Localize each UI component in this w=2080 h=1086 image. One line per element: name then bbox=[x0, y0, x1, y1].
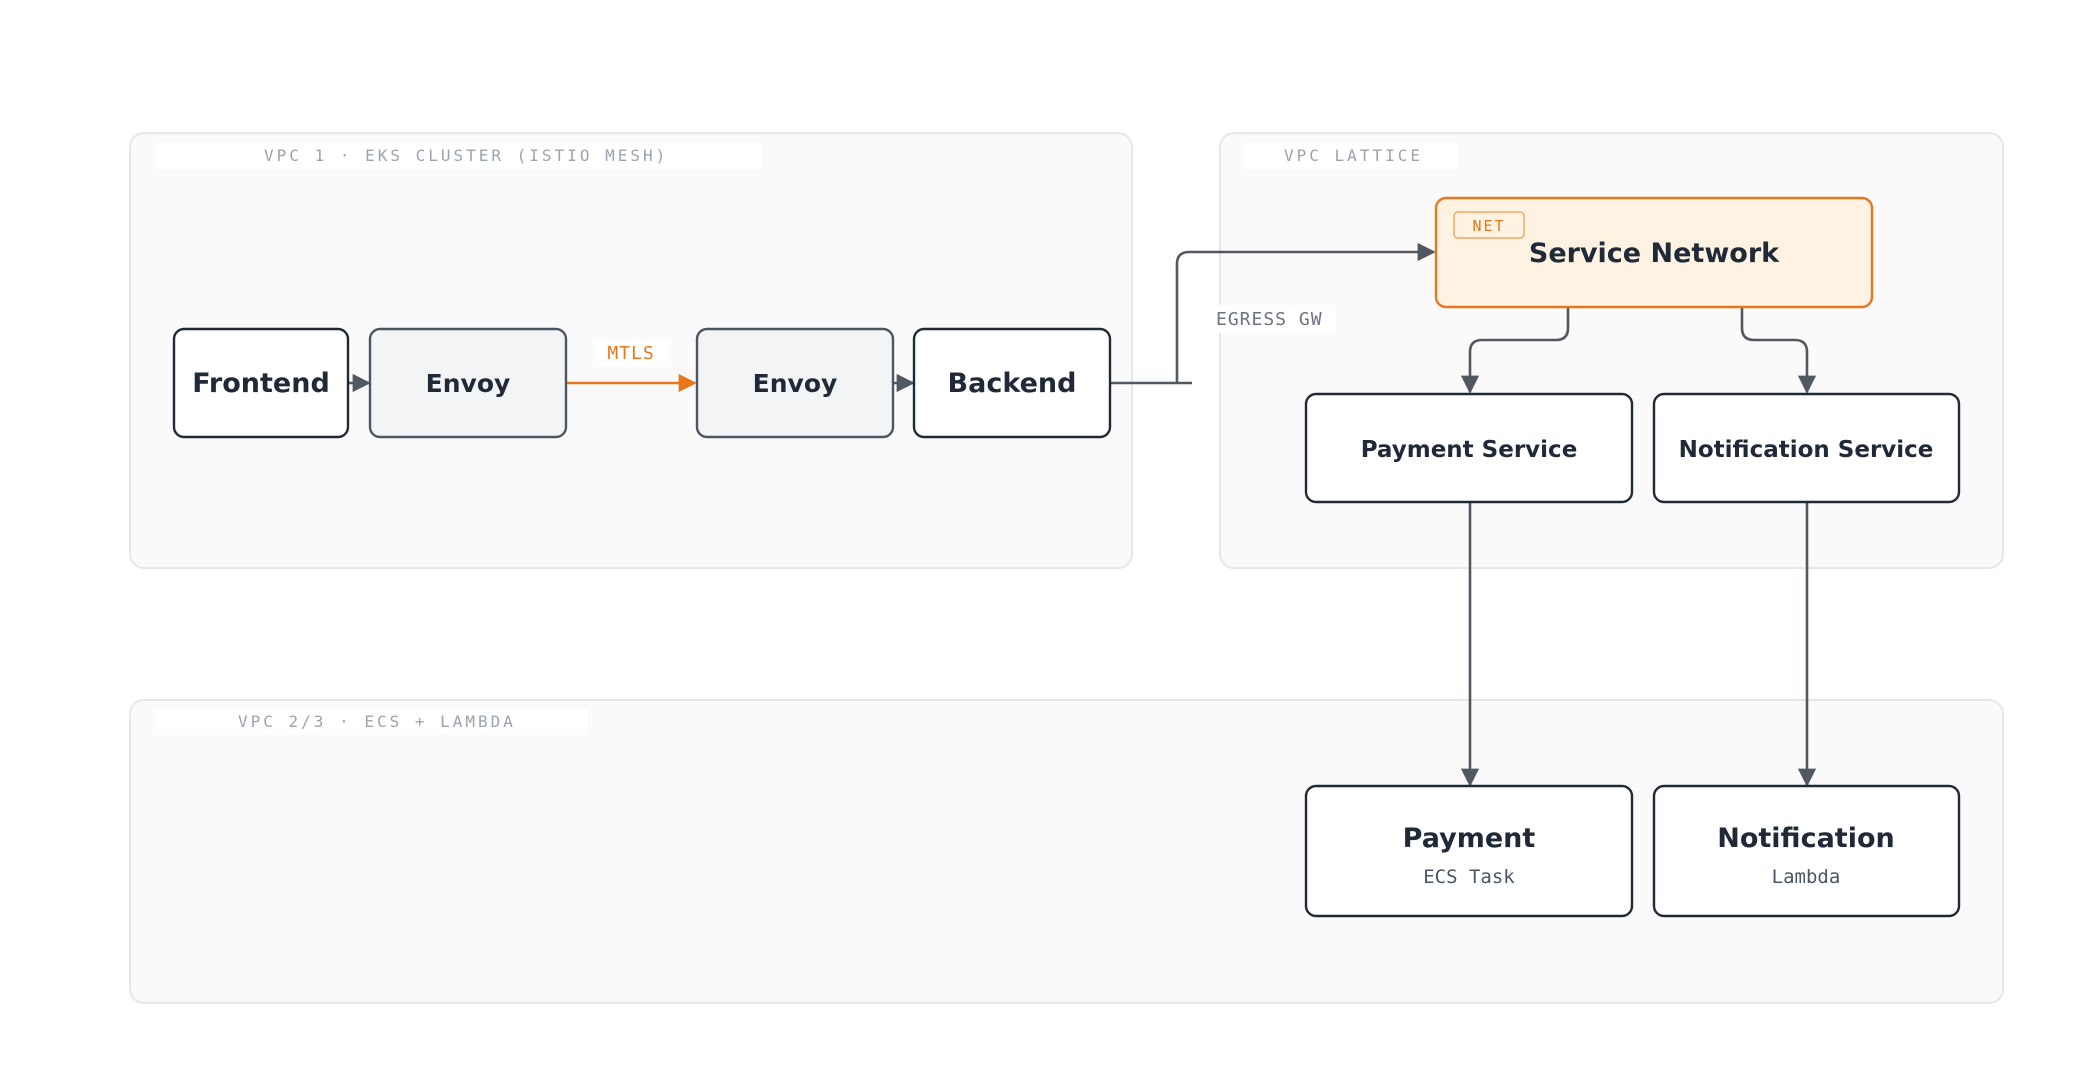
svg-text:EGRESS GW: EGRESS GW bbox=[1216, 309, 1323, 330]
node-service-network[interactable]: NET Service Network bbox=[1434, 196, 1874, 309]
group-vpc23: VPC 2/3 · ECS + LAMBDA bbox=[129, 699, 2004, 1004]
node-envoy-1-label: Envoy bbox=[426, 369, 511, 398]
edges bbox=[349, 242, 1817, 787]
edge-label-mtls: MTLS bbox=[593, 339, 671, 367]
node-envoy-2-label: Envoy bbox=[753, 369, 838, 398]
node-payment-service[interactable]: Payment Service bbox=[1304, 392, 1634, 504]
edge-service-network-payment-service bbox=[1460, 308, 1570, 394]
node-frontend-label: Frontend bbox=[192, 368, 330, 399]
node-envoy-2[interactable]: Envoy bbox=[695, 327, 895, 439]
node-notification-label: Notification bbox=[1717, 823, 1894, 854]
node-payment-service-label: Payment Service bbox=[1361, 437, 1578, 463]
node-notification-subtitle: Lambda bbox=[1772, 866, 1841, 888]
node-payment[interactable]: Payment ECS Task bbox=[1304, 784, 1634, 918]
node-envoy-1[interactable]: Envoy bbox=[368, 327, 568, 439]
group-label-lattice: VPC LATTICE bbox=[1284, 146, 1423, 165]
net-badge-label: NET bbox=[1472, 217, 1505, 235]
edge-backend-service-network bbox=[1111, 242, 1436, 385]
node-payment-subtitle: ECS Task bbox=[1423, 866, 1515, 888]
node-notification-service[interactable]: Notification Service bbox=[1652, 392, 1961, 504]
node-notification-service-label: Notification Service bbox=[1679, 437, 1934, 463]
svg-text:MTLS: MTLS bbox=[607, 343, 654, 364]
group-label-vpc23: VPC 2/3 · ECS + LAMBDA bbox=[238, 712, 516, 731]
node-backend[interactable]: Backend bbox=[912, 327, 1112, 439]
group-label-vpc1: VPC 1 · EKS CLUSTER (ISTIO MESH) bbox=[264, 146, 668, 165]
node-backend-label: Backend bbox=[948, 368, 1077, 399]
node-notification[interactable]: Notification Lambda bbox=[1652, 784, 1961, 918]
edge-label-egress: EGRESS GW bbox=[1208, 305, 1336, 333]
node-service-network-label: Service Network bbox=[1529, 238, 1780, 269]
node-payment-label: Payment bbox=[1403, 823, 1536, 854]
net-badge bbox=[1453, 211, 1525, 239]
edge-service-network-notification-service bbox=[1740, 308, 1817, 394]
node-frontend[interactable]: Frontend bbox=[172, 327, 350, 439]
